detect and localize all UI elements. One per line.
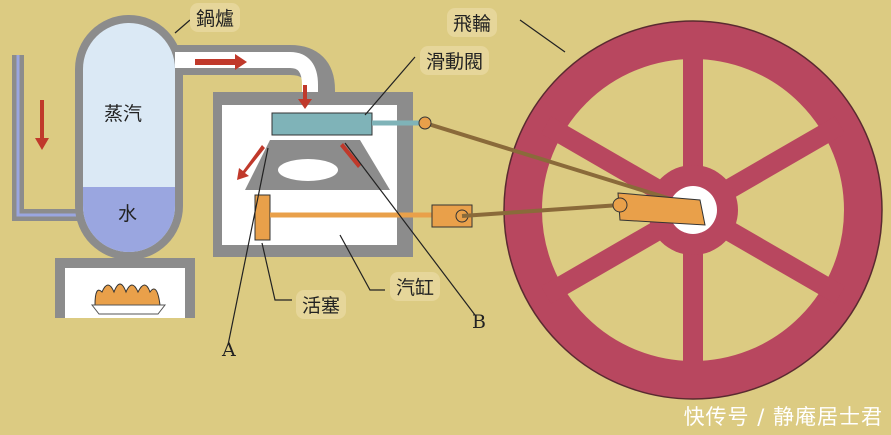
flow-arrows: [35, 54, 361, 180]
valve-rod: [424, 121, 691, 207]
cylinder-block: [213, 92, 473, 257]
connecting-rod: [461, 203, 621, 218]
label-steam: 蒸汽: [104, 103, 143, 125]
label-b: B: [472, 311, 486, 333]
label-a: A: [222, 339, 236, 361]
boiler: [75, 15, 183, 260]
watermark: 快传号 / 静庵居士君: [683, 405, 883, 429]
label-flywheel: 飛輪: [447, 8, 498, 37]
leader-lines: [174, 19, 566, 346]
label-boiler: 鍋爐: [190, 3, 241, 32]
label-piston: 活塞: [296, 290, 347, 319]
flywheel: [503, 20, 883, 400]
label-cylinder: 汽缸: [390, 272, 441, 301]
label-water: 水: [118, 203, 138, 225]
firebox: [55, 258, 195, 318]
label-slide-valve: 滑動閥: [420, 46, 490, 75]
